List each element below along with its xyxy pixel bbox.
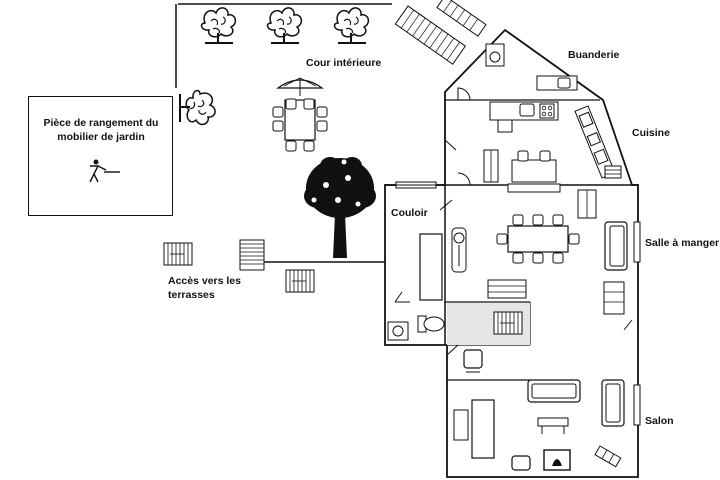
top-stairs-icon [394, 5, 467, 65]
sink-icon-2 [387, 321, 409, 341]
umbrella-icon [276, 77, 324, 96]
lounge-chair-icon [594, 445, 622, 468]
worker-icon [89, 159, 120, 183]
patio-table-icon [272, 98, 328, 152]
armchair-icon [463, 349, 483, 373]
label-terraces: Accès vers les terrasses [168, 275, 241, 301]
fireplace-icon [543, 449, 571, 471]
top-stairs-icon-2 [436, 0, 487, 37]
toilet-icon [417, 315, 445, 333]
tree-icon [304, 157, 376, 258]
label-storage: Pièce de rangement du mobilier de jardin [43, 117, 159, 143]
label-dining: Salle à manger [645, 237, 720, 249]
dresser-icon [487, 279, 527, 299]
sideboard-icon [577, 189, 597, 219]
sofa-icon-2 [527, 379, 581, 403]
corridor-cabinet-icon [419, 233, 443, 301]
label-laundry: Buanderie [568, 49, 620, 61]
label-courtyard: Cour intérieure [306, 57, 382, 69]
clock-icon [451, 227, 467, 273]
label-kitchen: Cuisine [632, 127, 670, 139]
sink-icon [536, 75, 578, 91]
kitchen-table-icon [507, 150, 561, 193]
washing-machine-icon [485, 43, 505, 67]
sofa-icon-3 [601, 379, 625, 427]
armchair-icon-2 [511, 455, 531, 471]
storage-room [28, 96, 173, 216]
dining-table-icon [496, 214, 580, 264]
desk-icon [453, 399, 495, 459]
sofa-icon [604, 221, 628, 271]
fridge-icon [604, 165, 622, 179]
door-icon [394, 87, 633, 356]
cabinet-icon [483, 149, 499, 183]
kitchen-counter [489, 101, 559, 133]
kitchen-right-counter [574, 105, 616, 179]
label-corridor: Couloir [391, 207, 428, 219]
label-living: Salon [645, 415, 674, 427]
cabinet-icon-2 [603, 281, 625, 315]
coffee-table-icon [537, 417, 569, 434]
